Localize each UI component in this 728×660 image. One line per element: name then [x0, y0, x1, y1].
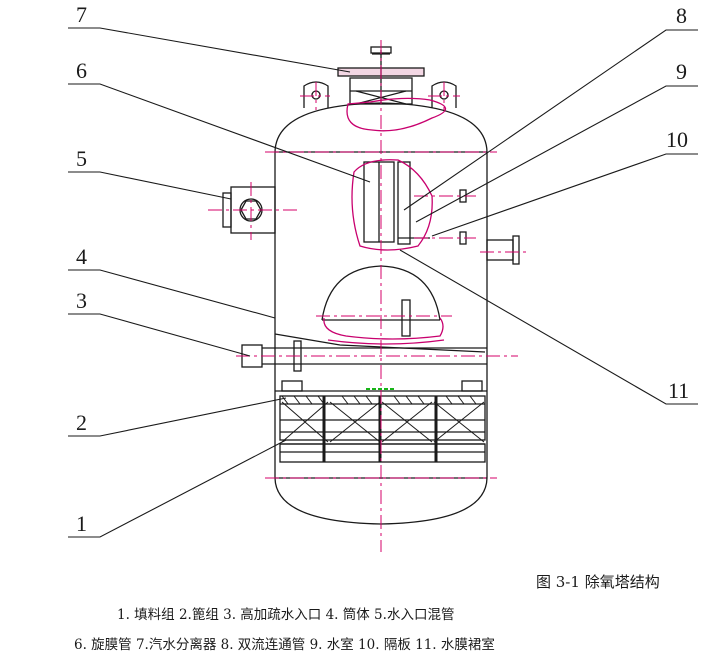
grid-set — [279, 443, 486, 463]
callout-6: 6 — [76, 58, 87, 83]
leader-6 — [68, 83, 371, 183]
leader-9 — [415, 85, 698, 223]
leader-2 — [68, 397, 287, 437]
callout-2: 2 — [76, 410, 87, 435]
callout-4: 4 — [76, 244, 87, 269]
callout-3: 3 — [76, 288, 87, 313]
legend-line-1: 1. 填料组 2.篦组 3. 高加疏水入口 4. 筒体 5.水入口混管 — [117, 607, 455, 623]
callout-10: 10 — [666, 127, 688, 152]
leader-4 — [68, 269, 276, 319]
leader-7 — [68, 27, 351, 73]
callout-9: 9 — [676, 59, 687, 84]
callout-7: 7 — [76, 2, 87, 27]
leader-3 — [68, 313, 251, 357]
callout-8: 8 — [676, 3, 687, 28]
leader-8 — [403, 29, 698, 211]
leader-10 — [431, 153, 698, 237]
callout-11: 11 — [668, 378, 689, 403]
callout-5: 5 — [76, 146, 87, 171]
callout-1: 1 — [76, 511, 87, 536]
legend-line-2: 6. 旋膜管 7.汽水分离器 8. 双流连通管 9. 水室 10. 隔板 11.… — [74, 637, 495, 653]
deaerator-structure-drawing: 7 6 5 4 3 2 1 8 9 10 11 — [68, 2, 698, 552]
figure-caption: 图 3-1 除氧塔结构 — [536, 573, 660, 591]
leader-1 — [68, 439, 287, 538]
packing-bed — [279, 395, 486, 441]
leader-5 — [68, 171, 232, 200]
leader-11 — [399, 249, 698, 405]
